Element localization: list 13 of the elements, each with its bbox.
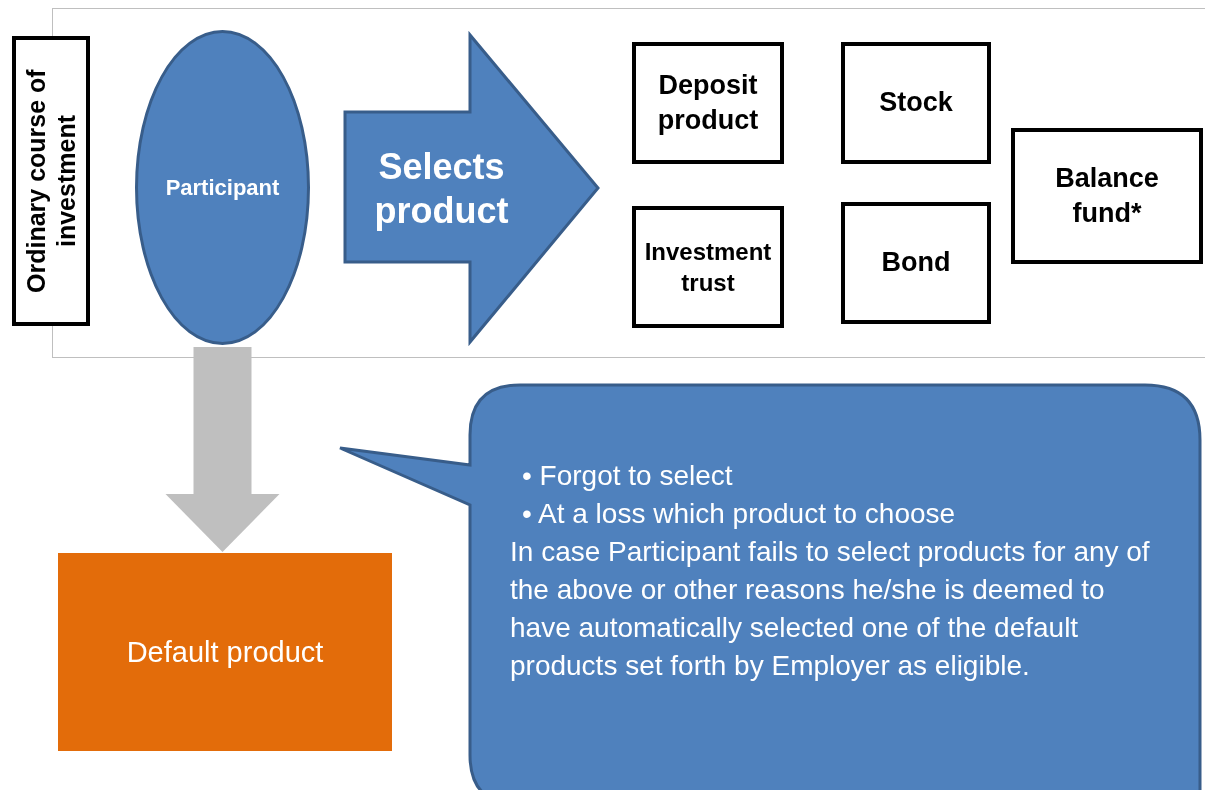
vertical-label-box: Ordinary course of investment xyxy=(12,36,90,326)
product-box: Bond xyxy=(841,202,991,324)
ellipse-node: Participant xyxy=(135,30,310,345)
product-box: Balance fund* xyxy=(1011,128,1203,264)
product-box: Deposit product xyxy=(632,42,784,164)
bullet-item: • Forgot to select xyxy=(522,459,734,493)
bullet-item: • At a loss which product to choose xyxy=(522,497,957,532)
product-box: Investment trust xyxy=(632,206,784,328)
speech-bubble xyxy=(338,385,1205,790)
product-box: Stock xyxy=(841,42,991,164)
callout-text: In case Participant fails to select products for any of the above or other reasons he/she is deemed to have automatically selected one of the default products set forth by Employer as eligible. xyxy=(510,535,1151,684)
default-product-box: Default product xyxy=(58,553,392,751)
block-arrow-connector xyxy=(165,347,280,552)
